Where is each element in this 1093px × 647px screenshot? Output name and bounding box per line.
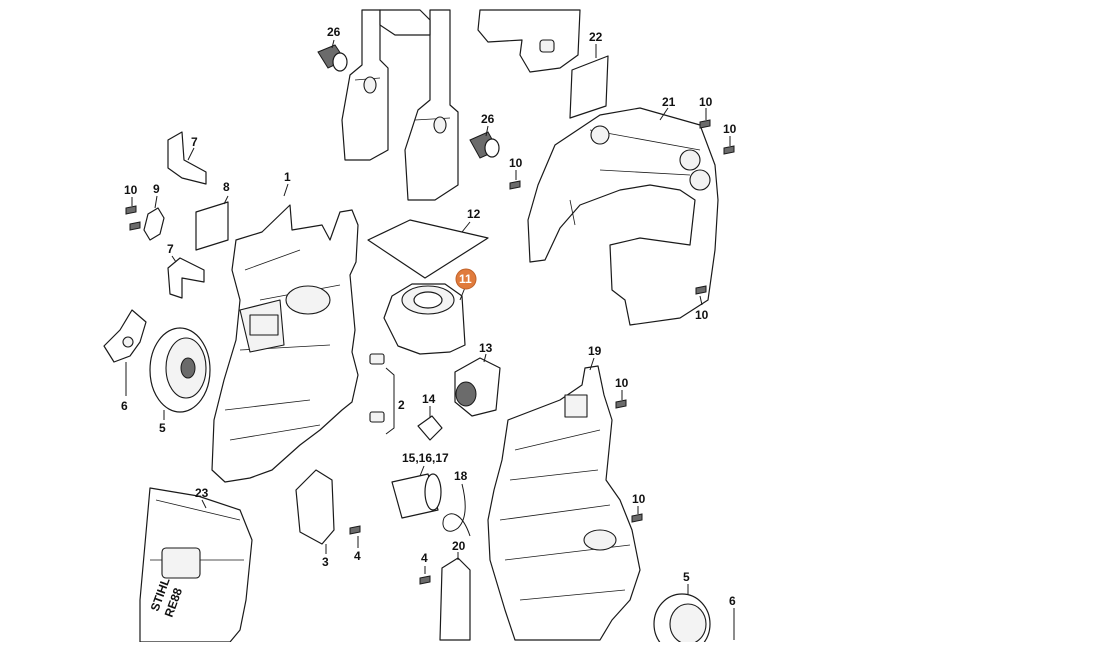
part-7-bracket-upper [167,131,207,185]
part-8-pad [195,195,229,251]
screw-10-d [695,285,707,306]
screw-10-b [723,136,735,155]
part-3-bracket-plate [295,469,335,554]
callout-6: 6 [121,399,128,413]
part-26-cap-lower [469,125,500,159]
callout-14: 14 [422,392,436,406]
callout-22: 22 [589,30,603,44]
screw-10-e [125,197,137,215]
screw-10-a [699,108,711,129]
callout-21: 21 [662,95,676,109]
callout-10: 10 [124,183,138,197]
callout-20: 20 [452,539,466,553]
screw-10-c [509,170,521,190]
callout-12: 12 [467,207,481,221]
callout-labels: 26 26 22 21 10 10 10 10 10 10 10 7 7 9 8… [121,25,737,608]
callout-15-16-17: 15,16,17 [402,451,449,465]
part-4-screw-b [419,566,431,585]
callout-6: 6 [729,594,736,608]
callout-10: 10 [632,492,646,506]
part-4-screw-a [349,525,361,548]
callout-10: 10 [695,308,709,322]
callout-26: 26 [481,112,495,126]
callout-8: 8 [223,180,230,194]
part-2-clips [369,353,395,435]
part-12-filter [367,219,489,279]
part-14-switch [417,406,443,441]
callout-11: 11 [459,272,472,286]
callout-3: 3 [322,555,329,569]
callout-10: 10 [723,122,737,136]
callout-10: 10 [615,376,629,390]
part-7-bracket-lower [167,255,205,299]
part-11-fan-housing [383,268,477,355]
screw-10-g [615,390,627,409]
callout-19: 19 [588,344,602,358]
part-18-cable-tie [442,483,471,537]
part-5-wheel-right [653,584,711,647]
part-9-latch [143,195,165,241]
highlighted-callout-marker [455,268,477,290]
callout-4: 4 [421,551,428,565]
callout-13: 13 [479,341,493,355]
part-20-cover-plate [439,552,471,641]
handle-assembly [341,9,581,201]
callout-10: 10 [509,156,523,170]
callout-7: 7 [167,242,174,256]
part-23-front-panel: STIHL RE88 [139,487,253,643]
callout-2: 2 [398,398,405,412]
part-13-motor-cap [454,353,501,417]
part-1-main-frame [211,183,359,483]
screw-10-f [129,221,141,231]
callout-26: 26 [327,25,341,39]
callout-7: 7 [191,135,198,149]
part-22-label [569,44,609,119]
part-21-cover [527,107,719,326]
callout-4: 4 [354,549,361,563]
part-5-wheel-left [149,327,211,420]
screws-10 [125,108,735,523]
part-26-cap-upper [317,39,348,72]
callout-5: 5 [159,421,166,435]
callout-10: 10 [699,95,713,109]
callout-18: 18 [454,469,468,483]
callout-23: 23 [195,486,209,500]
callout-5: 5 [683,570,690,584]
part-15-16-17-capacitor [391,465,442,519]
part-19-pump-housing [487,357,641,641]
callout-1: 1 [284,170,291,184]
part-6-knob-left [103,309,147,396]
screw-10-h [631,506,643,523]
callout-9: 9 [153,182,160,196]
